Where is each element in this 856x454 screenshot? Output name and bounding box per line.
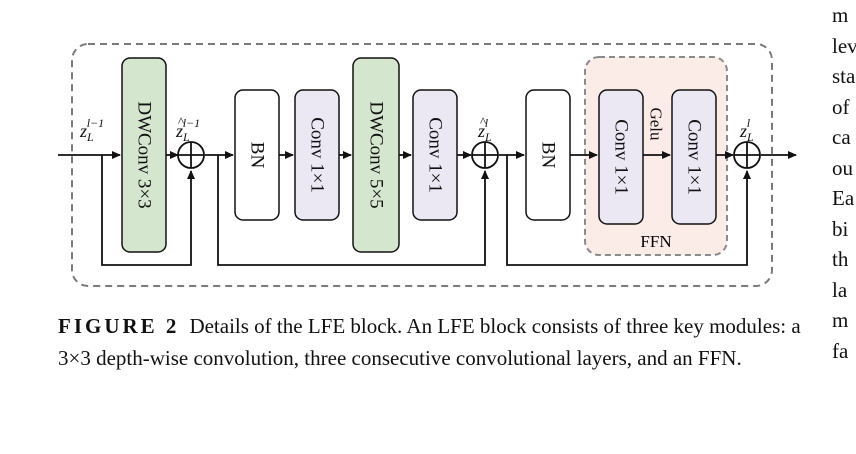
side-text-line: th — [832, 247, 849, 271]
cropped-side-text: m lev sta of ca ou Ea bi th la m fa — [832, 0, 856, 366]
add-node-1 — [177, 141, 205, 169]
side-text-line: bi — [832, 216, 849, 241]
svg-text:^: ^ — [178, 114, 184, 129]
z-hat-1-label: zLl−1 ^ — [175, 114, 200, 144]
side-text-line: m — [832, 3, 849, 27]
add-node-3 — [733, 141, 761, 169]
bn2-label: BN — [538, 142, 559, 169]
figure-label: FIGURE 2 — [58, 314, 180, 338]
conv1x1-a-label: Conv 1×1 — [307, 117, 328, 193]
svg-text:zLl−1: zLl−1 — [175, 116, 200, 144]
lfe-block-diagram: FFN DWConv 3× — [58, 43, 797, 287]
caption-text: Details of the LFE block. An LFE block c… — [58, 314, 801, 370]
conv1x1-b-block: Conv 1×1 — [412, 89, 458, 221]
side-text-line: of — [832, 94, 850, 119]
side-text-line: sta — [832, 64, 856, 88]
ffn-conv1x1-a-block: Conv 1×1 — [598, 89, 644, 225]
side-text-line: la — [832, 277, 848, 302]
side-text-line: Ea — [832, 186, 855, 210]
dwconv3x3-label: DWConv 3×3 — [134, 101, 155, 208]
conv1x1-a-block: Conv 1×1 — [294, 89, 340, 221]
conv1x1-b-label: Conv 1×1 — [425, 117, 446, 193]
ffn-conv1x1-b-label: Conv 1×1 — [684, 119, 705, 195]
lfe-block-border — [71, 43, 773, 287]
ffn-conv1x1-b-block: Conv 1×1 — [671, 89, 717, 225]
dwconv5x5-label: DWConv 5×5 — [366, 101, 387, 208]
add-node-2 — [471, 141, 499, 169]
z-input-label: zLl−1 — [79, 116, 104, 144]
gelu-label: Gelu — [647, 107, 666, 141]
z-output-label: zLl — [739, 116, 754, 144]
residual-connections — [101, 155, 751, 266]
ffn-label: FFN — [640, 232, 671, 251]
ffn-conv1x1-a-label: Conv 1×1 — [611, 119, 632, 195]
bn1-block: BN — [234, 89, 280, 221]
dwconv5x5-block: DWConv 5×5 — [352, 57, 400, 253]
side-text-line: lev — [832, 33, 856, 58]
dwconv3x3-block: DWConv 3×3 — [121, 57, 167, 253]
bn1-label: BN — [247, 142, 268, 169]
side-text-line: ca — [832, 125, 851, 149]
bn2-block: BN — [525, 89, 571, 221]
side-text-line: ou — [832, 155, 853, 180]
svg-text:^: ^ — [480, 114, 486, 129]
side-text-line: m — [832, 308, 849, 332]
z-hat-2-label: zLl ^ — [477, 114, 492, 144]
svg-text:zLl: zLl — [477, 116, 492, 144]
side-text-line: fa — [832, 338, 849, 363]
